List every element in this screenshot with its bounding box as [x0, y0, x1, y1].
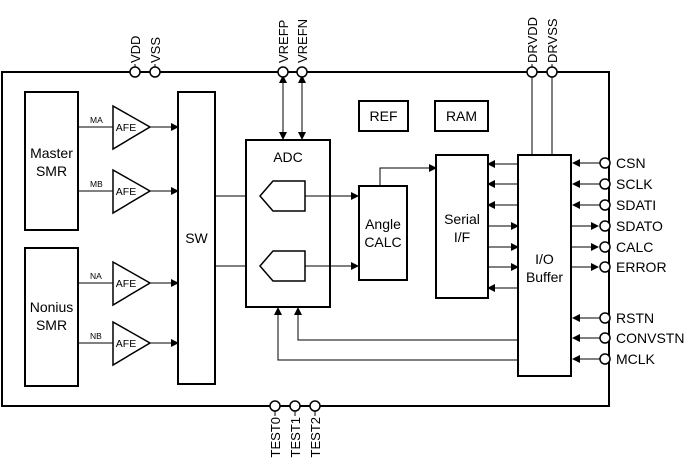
pin-convstn — [599, 332, 611, 344]
top-pin-wires — [134, 64, 553, 155]
pin-sclk — [599, 178, 611, 190]
afe-nb-label: AFE — [116, 338, 136, 350]
top-pin-labels: VDD VSS VREFP VREFN DRVDD DRVSS — [128, 17, 560, 63]
afe-nb — [112, 320, 152, 367]
ram-block — [434, 100, 489, 132]
pin-vdd — [129, 66, 141, 78]
pin-sdati — [599, 199, 611, 211]
label-sclk: SCLK — [616, 176, 653, 192]
pin-test0 — [269, 400, 281, 412]
afe-ma-label: AFE — [116, 122, 136, 134]
pin-vss — [149, 66, 161, 78]
afe-sw-arrows — [150, 123, 179, 347]
right-pin-wires — [571, 159, 600, 363]
label-test0: TEST0 — [268, 417, 283, 457]
signal-na: NA — [90, 271, 102, 281]
label-vdd: VDD — [128, 36, 143, 63]
label-test2: TEST2 — [308, 417, 323, 457]
nonius-smr-label-1: Nonius — [30, 299, 74, 315]
feedback-lines — [274, 307, 518, 361]
pin-calc — [599, 241, 611, 253]
angle-calc-label-1: Angle — [365, 216, 401, 232]
serial-if-label-1: Serial — [444, 211, 480, 227]
label-csn: CSN — [616, 155, 646, 171]
label-drvdd: DRVDD — [525, 17, 540, 63]
top-pins — [129, 66, 558, 78]
pin-vrefn — [296, 66, 308, 78]
afe-ma — [112, 104, 152, 151]
label-sdati: SDATI — [616, 197, 656, 213]
pin-drvdd — [526, 66, 538, 78]
pin-drvss — [546, 66, 558, 78]
afe-na-label: AFE — [116, 278, 136, 290]
master-smr-label-1: Master — [30, 145, 73, 161]
nonius-smr-label-2: SMR — [36, 317, 67, 333]
label-sdato: SDATO — [616, 218, 663, 234]
signal-mb: MB — [90, 179, 103, 189]
right-pins — [599, 157, 611, 365]
angle-serial-arrow — [379, 164, 437, 186]
serial-if-label-2: I/F — [454, 229, 470, 245]
angle-calc-label-2: CALC — [364, 234, 401, 250]
adc-block — [245, 139, 331, 308]
label-calc: CALC — [616, 239, 653, 255]
angle-calc-block — [358, 185, 408, 281]
signal-nb: NB — [90, 331, 102, 341]
afe-mb — [112, 168, 152, 215]
serial-io-arrows — [487, 160, 519, 292]
bottom-pins — [269, 400, 321, 416]
io-buffer-label-1: I/O — [535, 251, 554, 267]
ref-block — [358, 100, 409, 132]
label-rstn: RSTN — [616, 310, 654, 326]
label-test1: TEST1 — [288, 417, 303, 457]
nonius-smr-block — [24, 247, 79, 387]
master-smr-block — [24, 91, 79, 231]
label-vrefp: VREFP — [276, 20, 291, 63]
io-buffer-block — [517, 154, 572, 377]
signal-ma: MA — [90, 115, 103, 125]
label-vrefn: VREFN — [295, 19, 310, 63]
afe-na — [112, 260, 152, 307]
sw-block — [177, 91, 216, 385]
pin-error — [599, 261, 611, 273]
pin-rstn — [599, 312, 611, 324]
adc-angle-arrows — [305, 192, 359, 270]
pin-test2 — [309, 400, 321, 412]
io-buffer-label-2: Buffer — [526, 269, 563, 285]
label-error: ERROR — [616, 259, 667, 275]
pin-sdato — [599, 220, 611, 232]
pin-csn — [599, 157, 611, 169]
pin-test1 — [289, 400, 301, 412]
pin-vrefp — [277, 66, 289, 78]
afe-mb-label: AFE — [116, 186, 136, 198]
bottom-pin-labels: TEST0 TEST1 TEST2 — [268, 417, 323, 457]
label-drvss: DRVSS — [545, 18, 560, 63]
pin-mclk — [599, 353, 611, 365]
ref-label: REF — [370, 108, 398, 124]
adc-label: ADC — [273, 149, 303, 165]
smr-afe-wires — [78, 126, 113, 344]
ram-label: RAM — [446, 108, 477, 124]
label-vss: VSS — [148, 37, 163, 63]
right-pin-labels: CSN SCLK SDATI SDATO CALC ERROR RSTN CON… — [616, 155, 684, 367]
master-smr-label-2: SMR — [36, 163, 67, 179]
sw-label: SW — [185, 230, 208, 246]
label-mclk: MCLK — [616, 351, 656, 367]
label-convstn: CONVSTN — [616, 330, 684, 346]
